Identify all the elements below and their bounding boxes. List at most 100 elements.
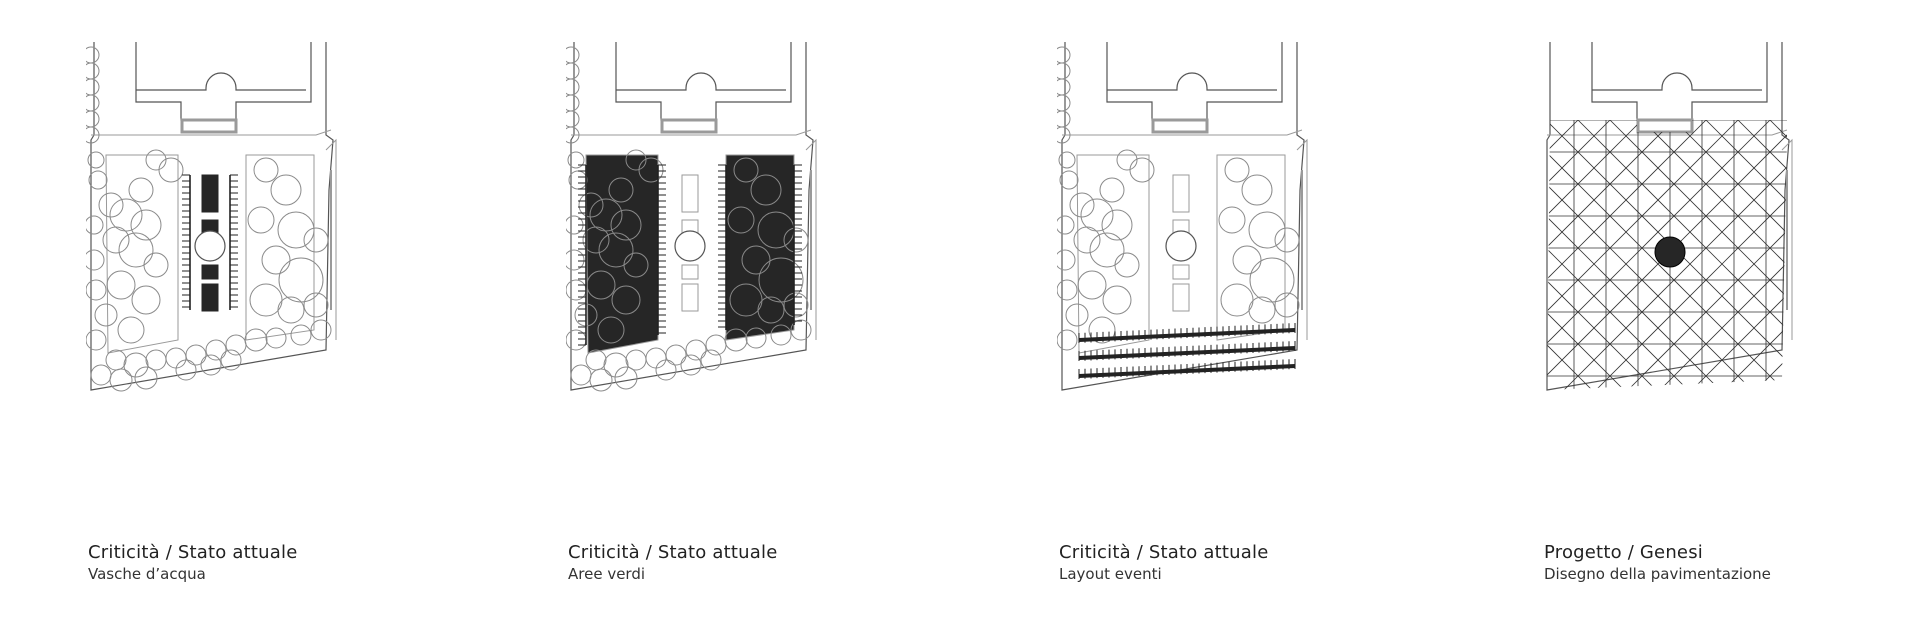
tree-canopy <box>586 270 616 300</box>
tree-canopy <box>118 232 154 268</box>
tree <box>1057 46 1071 64</box>
tree <box>86 126 100 144</box>
tree-canopy <box>1220 283 1254 317</box>
site-outline <box>1057 42 1308 391</box>
tree-canopy <box>88 170 108 190</box>
building-courtyard-arc <box>1107 72 1277 91</box>
caption-subtitle: Aree verdi <box>568 565 646 583</box>
tree-canopy <box>253 157 279 183</box>
tree-canopy <box>200 354 222 376</box>
tree-canopy <box>106 270 136 300</box>
tree-canopy <box>290 324 312 346</box>
panel-paving-design: Progetto / Genesi Disegno della paviment… <box>1542 0 1872 623</box>
tree-canopy <box>1099 177 1125 203</box>
tree-canopy <box>566 249 585 271</box>
tree-canopy <box>1057 215 1075 235</box>
tree-canopy <box>261 245 291 275</box>
site-plan-paving-design <box>1546 42 1793 391</box>
basin <box>681 283 699 312</box>
caption-title: Criticità / Stato attuale <box>568 542 778 563</box>
tree <box>566 110 580 128</box>
tree-canopy <box>700 349 722 371</box>
panel-water-basins: Criticità / Stato attuale Vasche d’acqua <box>86 0 416 623</box>
tree-canopy <box>570 364 592 386</box>
tree-canopy <box>745 327 767 349</box>
tree-canopy <box>175 359 197 381</box>
paving-diagonal <box>1547 120 1787 390</box>
tree-canopy <box>98 192 124 218</box>
tree-canopy <box>665 344 687 366</box>
paving-diagonal <box>1547 120 1787 390</box>
tree-canopy <box>109 198 143 232</box>
tree <box>86 78 100 96</box>
site-outline <box>1546 42 1793 391</box>
site-plan-event-layout <box>1057 42 1308 391</box>
upper-walkway <box>1062 129 1303 136</box>
caption-green-areas: Criticità / Stato attuale Aree verdi <box>568 542 778 584</box>
tree-canopy <box>1080 198 1114 232</box>
water-basins <box>674 174 706 312</box>
paving-diagonal <box>1705 120 1787 390</box>
paving-diagonal <box>1547 120 1659 390</box>
water-basins <box>1165 174 1197 312</box>
caption-subtitle: Disegno della pavimentazione <box>1544 565 1771 583</box>
tree-canopy <box>790 319 812 341</box>
tree-canopy <box>623 252 649 278</box>
upper-walkway <box>1547 129 1788 136</box>
tree <box>566 46 580 64</box>
entrance-steps <box>180 118 238 134</box>
tree-canopy <box>244 328 268 352</box>
tree <box>86 110 100 128</box>
tree-canopy <box>1057 329 1078 351</box>
paving-pattern <box>1547 120 1787 390</box>
tree-canopy <box>1218 206 1246 234</box>
tree <box>1057 78 1071 96</box>
tree-canopy <box>733 157 759 183</box>
basin <box>201 283 219 312</box>
tree-canopy <box>1059 170 1079 190</box>
panel-green-areas: Criticità / Stato attuale Aree verdi <box>566 0 896 623</box>
tree-canopy <box>86 249 105 271</box>
tree-canopy <box>724 328 748 352</box>
tree-canopy <box>568 170 588 190</box>
tree-canopy <box>611 285 641 315</box>
bottom-trees <box>570 319 812 392</box>
tree-canopy <box>610 209 642 241</box>
basin <box>1172 264 1190 280</box>
tree-canopy <box>582 226 610 254</box>
site-boundary <box>1546 42 1790 391</box>
tree-canopy <box>770 324 792 346</box>
tree-canopy <box>130 209 162 241</box>
paving-diagonal <box>1547 120 1787 390</box>
paving-diagonal <box>1547 120 1675 390</box>
tree-canopy <box>205 339 227 361</box>
tree-canopy <box>1114 252 1140 278</box>
tree-canopy <box>608 177 634 203</box>
benches <box>182 174 238 310</box>
tree-canopy <box>277 211 315 249</box>
tree-canopy <box>105 349 127 371</box>
bed-edges <box>578 164 802 346</box>
building-outline <box>1106 42 1283 121</box>
tree-canopy <box>278 257 324 303</box>
tree-canopy <box>225 334 247 356</box>
basin <box>1172 283 1190 312</box>
right-bed <box>245 154 315 341</box>
tree-canopy <box>603 352 629 378</box>
tree-canopy <box>1232 245 1262 275</box>
tree-canopy <box>247 206 275 234</box>
tree <box>1057 94 1071 112</box>
tree-canopy <box>783 227 809 253</box>
site-outline <box>566 42 817 391</box>
tree-canopy <box>597 316 625 344</box>
paving-diagonal <box>1547 120 1787 390</box>
paving-diagonal <box>1547 120 1787 390</box>
paving-diagonal <box>1547 120 1707 390</box>
right-edge <box>325 138 337 340</box>
tree-canopy <box>131 285 161 315</box>
tree-canopy <box>86 279 107 301</box>
tree <box>86 94 100 112</box>
entrance-steps <box>1636 118 1694 134</box>
tree-canopy <box>158 157 184 183</box>
building-courtyard-arc <box>136 72 306 91</box>
